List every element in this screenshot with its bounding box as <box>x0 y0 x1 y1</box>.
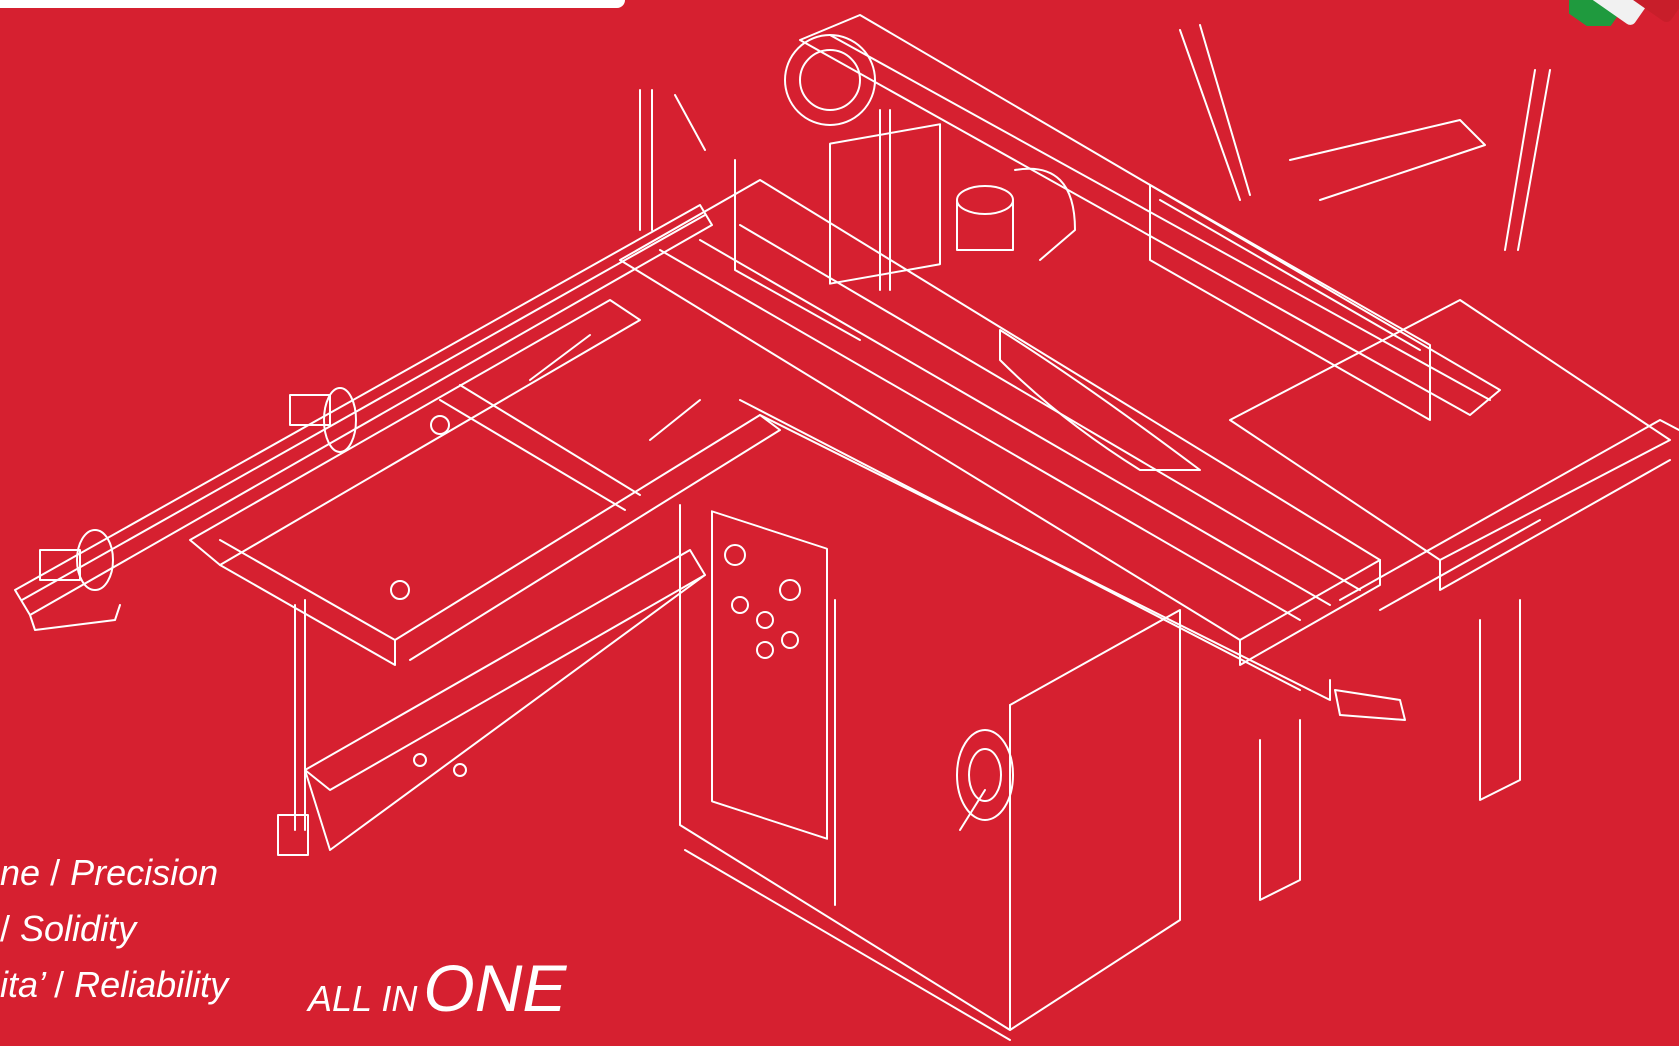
slogan-big: ONE <box>423 951 567 1025</box>
tagline-english-2: Solidity <box>20 908 137 949</box>
tagline-solidity: / Solidity <box>0 908 137 949</box>
tagline-italian-3: ita’ <box>0 964 45 1005</box>
slogan-small: ALL IN <box>308 978 418 1019</box>
top-white-bar <box>0 0 625 8</box>
tagline-precision: ne / Precision <box>0 852 219 893</box>
slogan-all-in-one: ALL INONE <box>308 950 566 1026</box>
tagline-english-1: Precision <box>70 852 219 893</box>
tagline-english-3: Reliability <box>74 964 229 1005</box>
tagline-italian-1: ne <box>0 852 41 893</box>
tagline-reliability: ita’ / Reliability <box>0 964 229 1005</box>
